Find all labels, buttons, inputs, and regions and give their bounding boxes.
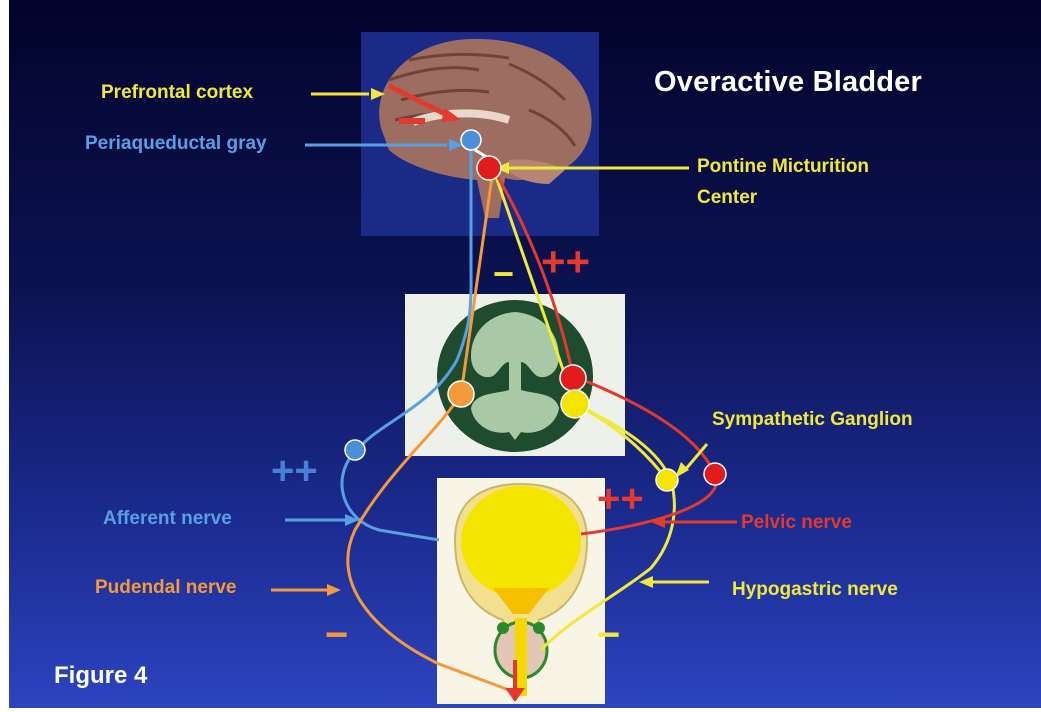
neural-pathway-diagram: − ++ ++ ++ − − — [9, 0, 1041, 708]
plus-plus-sign-afferent: ++ — [271, 449, 318, 493]
sacral-parasympathetic-node — [560, 365, 586, 391]
minus-sign-pudendal: − — [325, 613, 348, 657]
minus-sign-pudendal-upper: − — [493, 253, 514, 294]
label-hypogastric-nerve: Hypogastric nerve — [732, 579, 898, 601]
minus-sign-hypogastric: − — [597, 613, 620, 657]
dorsal-root-ganglion-node — [345, 440, 365, 460]
figure-label: Figure 4 — [54, 662, 147, 690]
slide-title: Overactive Bladder — [654, 66, 922, 99]
label-prefrontal-cortex: Prefrontal cortex — [101, 82, 253, 104]
sympathetic-ganglion-node — [656, 469, 678, 491]
label-periaqueductal-gray: Periaqueductal gray — [85, 133, 267, 155]
brain-minus-sign — [399, 118, 425, 124]
label-sympathetic-ganglion: Sympathetic Ganglion — [712, 409, 913, 431]
label-pontine-center: Center — [697, 187, 757, 209]
label-pudendal-nerve: Pudendal nerve — [95, 577, 237, 599]
label-afferent-nerve: Afferent nerve — [103, 508, 232, 530]
label-pelvic-nerve: Pelvic nerve — [741, 512, 852, 534]
thoracolumbar-sympathetic-node — [561, 390, 589, 418]
plus-plus-sign-pelvic: ++ — [597, 477, 644, 521]
pontine-micturition-center-node — [477, 156, 501, 180]
onuf-nucleus-node — [448, 381, 474, 407]
pelvic-ganglion-node — [704, 463, 726, 485]
periaqueductal-gray-node — [461, 130, 481, 150]
slide: − ++ ++ ++ − − Overactive Bladder Figure… — [9, 0, 1041, 708]
plus-plus-sign-pmc: ++ — [541, 238, 590, 285]
label-pontine-micturition: Pontine Micturition — [697, 156, 869, 178]
